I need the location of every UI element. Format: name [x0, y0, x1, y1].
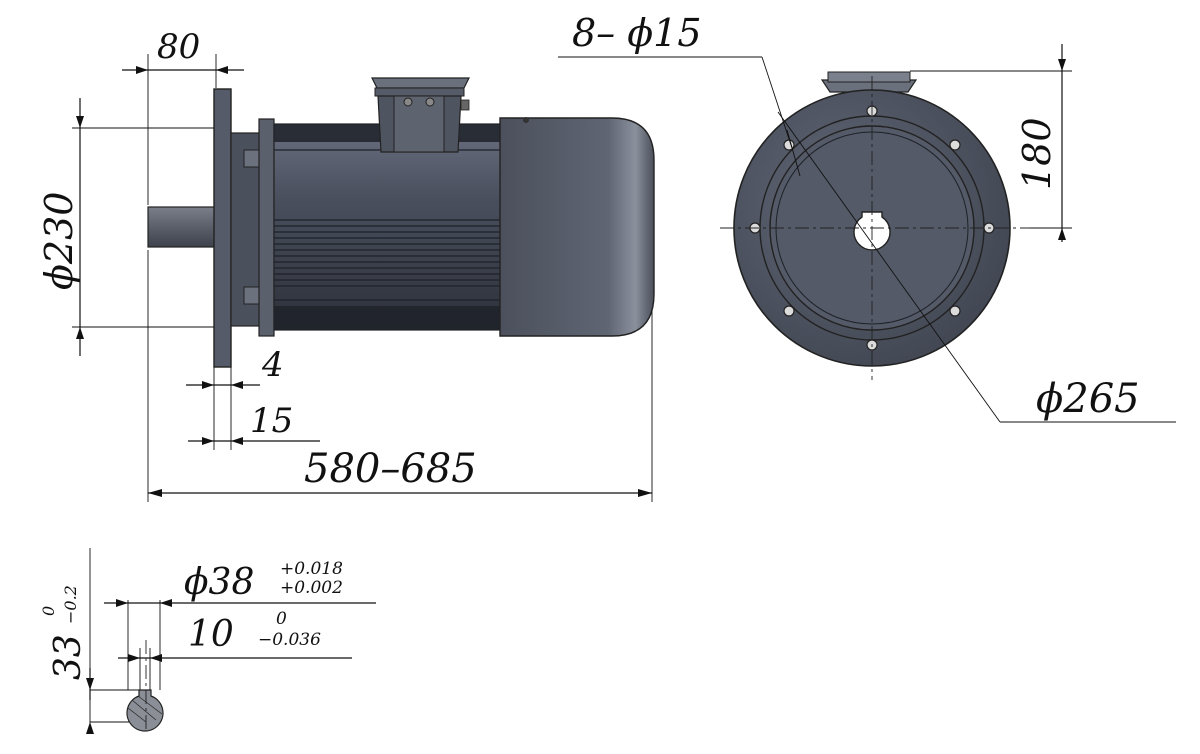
dim-key-height-tol-lower: −0.2 — [61, 585, 80, 624]
dim-key-width: 10 — [188, 614, 234, 655]
shaft-section-dimensions: ϕ38 +0.018 +0.002 10 0 −0.036 33 0 −0.2 — [39, 559, 343, 680]
dim-key-tol-lower: −0.036 — [258, 630, 321, 650]
terminal-box — [371, 77, 470, 153]
dim-4: 4 — [261, 345, 284, 385]
dim-80: 80 — [157, 27, 200, 67]
fan-cover — [499, 117, 655, 337]
shaft-section — [86, 548, 376, 734]
dim-shaft-tol-upper: +0.018 — [280, 559, 343, 579]
dim-key-tol-upper: 0 — [276, 609, 287, 629]
dim-bolt-holes: 8– ϕ15 — [572, 11, 702, 55]
end-shield — [258, 118, 275, 337]
dim-15: 15 — [250, 401, 293, 441]
dim-key-height: 33 — [48, 634, 89, 680]
side-view-motor — [147, 77, 655, 368]
dim-pcd: ϕ265 — [1036, 376, 1140, 422]
side-view-dimensions: 80 ϕ230 4 15 580–685 — [37, 27, 653, 502]
flange-plate — [213, 88, 232, 368]
dim-shaft-diameter: ϕ38 — [184, 562, 254, 603]
dim-key-height-tol-upper: 0 — [39, 606, 58, 616]
dim-flange-diameter: ϕ230 — [37, 192, 81, 290]
dim-overall-length: 580–685 — [304, 446, 477, 492]
end-view-flange — [720, 71, 1176, 423]
shaft — [147, 206, 217, 248]
dim-shaft-tol-lower: +0.002 — [280, 578, 343, 598]
end-view-dimensions: 8– ϕ15 180 ϕ265 — [558, 11, 1140, 422]
cooling-fins — [274, 149, 504, 301]
dim-center-height: 180 — [1015, 117, 1059, 190]
motor-body — [273, 123, 505, 331]
